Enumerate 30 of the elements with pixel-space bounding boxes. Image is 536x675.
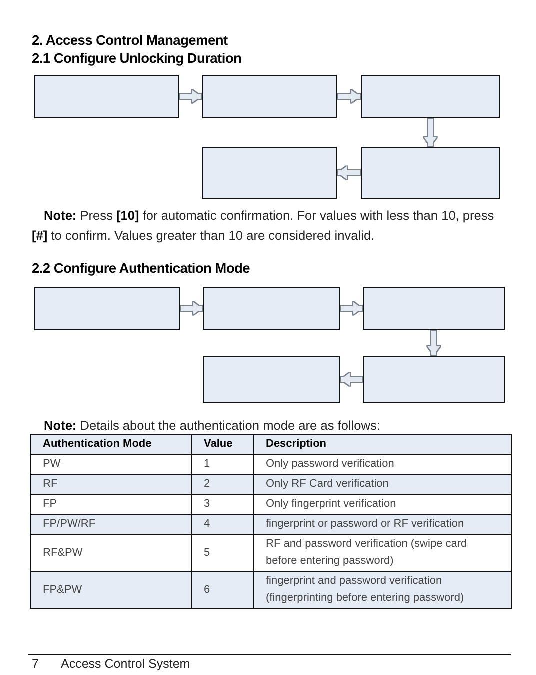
- table-cell: fingerprint and password verification (fingerprinting before entering password): [254, 572, 512, 608]
- arrow: [341, 373, 362, 386]
- process-box: [203, 356, 340, 403]
- page-number: 7: [32, 657, 39, 671]
- process-box: [363, 287, 505, 330]
- arrow: [338, 90, 360, 103]
- process-box: [363, 356, 505, 403]
- process-box: [203, 287, 340, 330]
- table-cell: FP&PW: [30, 572, 192, 608]
- table-cell: 6: [192, 572, 254, 608]
- process-box: [202, 75, 337, 118]
- process-box: [34, 75, 179, 118]
- arrow: [341, 302, 362, 315]
- section-heading: 2.2 Configure Authentication Mode: [32, 261, 250, 276]
- process-box: [361, 75, 500, 118]
- footer-text: Access Control System: [61, 657, 190, 671]
- arrow: [180, 90, 201, 103]
- header-cell: Authentication Mode: [30, 434, 192, 454]
- section-heading: 2.1 Configure Unlocking Duration: [32, 51, 242, 66]
- process-box: [361, 147, 500, 199]
- note-text: Note: Press [10] for automatic confirmation. For values with less than 10, press [#] to confirm. Values greater than 10 are considered invalid.: [32, 207, 496, 245]
- note-text: Note: Details about the authentication mode are as follows:: [43, 417, 382, 435]
- header-cell: Description: [254, 434, 512, 454]
- page-title: 2. Access Control Management: [32, 33, 228, 48]
- arrow: [428, 331, 440, 355]
- arrow: [424, 119, 437, 146]
- arrow: [181, 302, 202, 315]
- arrow: [338, 166, 360, 180]
- process-box: [34, 287, 180, 330]
- process-box: [202, 147, 337, 199]
